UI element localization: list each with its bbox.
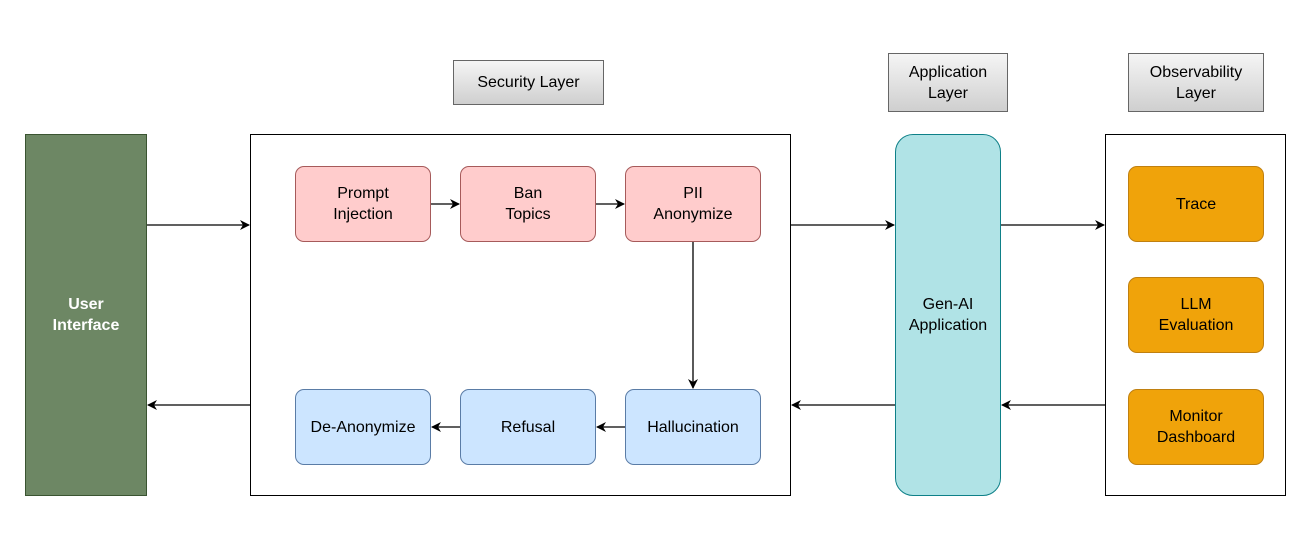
prompt-injection-node: Prompt Injection <box>295 166 431 242</box>
application-layer-label: Application Layer <box>888 53 1008 112</box>
de-anonymize-node: De-Anonymize <box>295 389 431 465</box>
observability-layer-label: Observability Layer <box>1128 53 1264 112</box>
ban-topics-node: Ban Topics <box>460 166 596 242</box>
llm-evaluation-node: LLM Evaluation <box>1128 277 1264 353</box>
gen-ai-application-block: Gen-AI Application <box>895 134 1001 496</box>
pii-anonymize-node: PII Anonymize <box>625 166 761 242</box>
monitor-dashboard-node: Monitor Dashboard <box>1128 389 1264 465</box>
hallucination-node: Hallucination <box>625 389 761 465</box>
refusal-node: Refusal <box>460 389 596 465</box>
security-layer-label: Security Layer <box>453 60 604 105</box>
user-interface-block: User Interface <box>25 134 147 496</box>
trace-node: Trace <box>1128 166 1264 242</box>
